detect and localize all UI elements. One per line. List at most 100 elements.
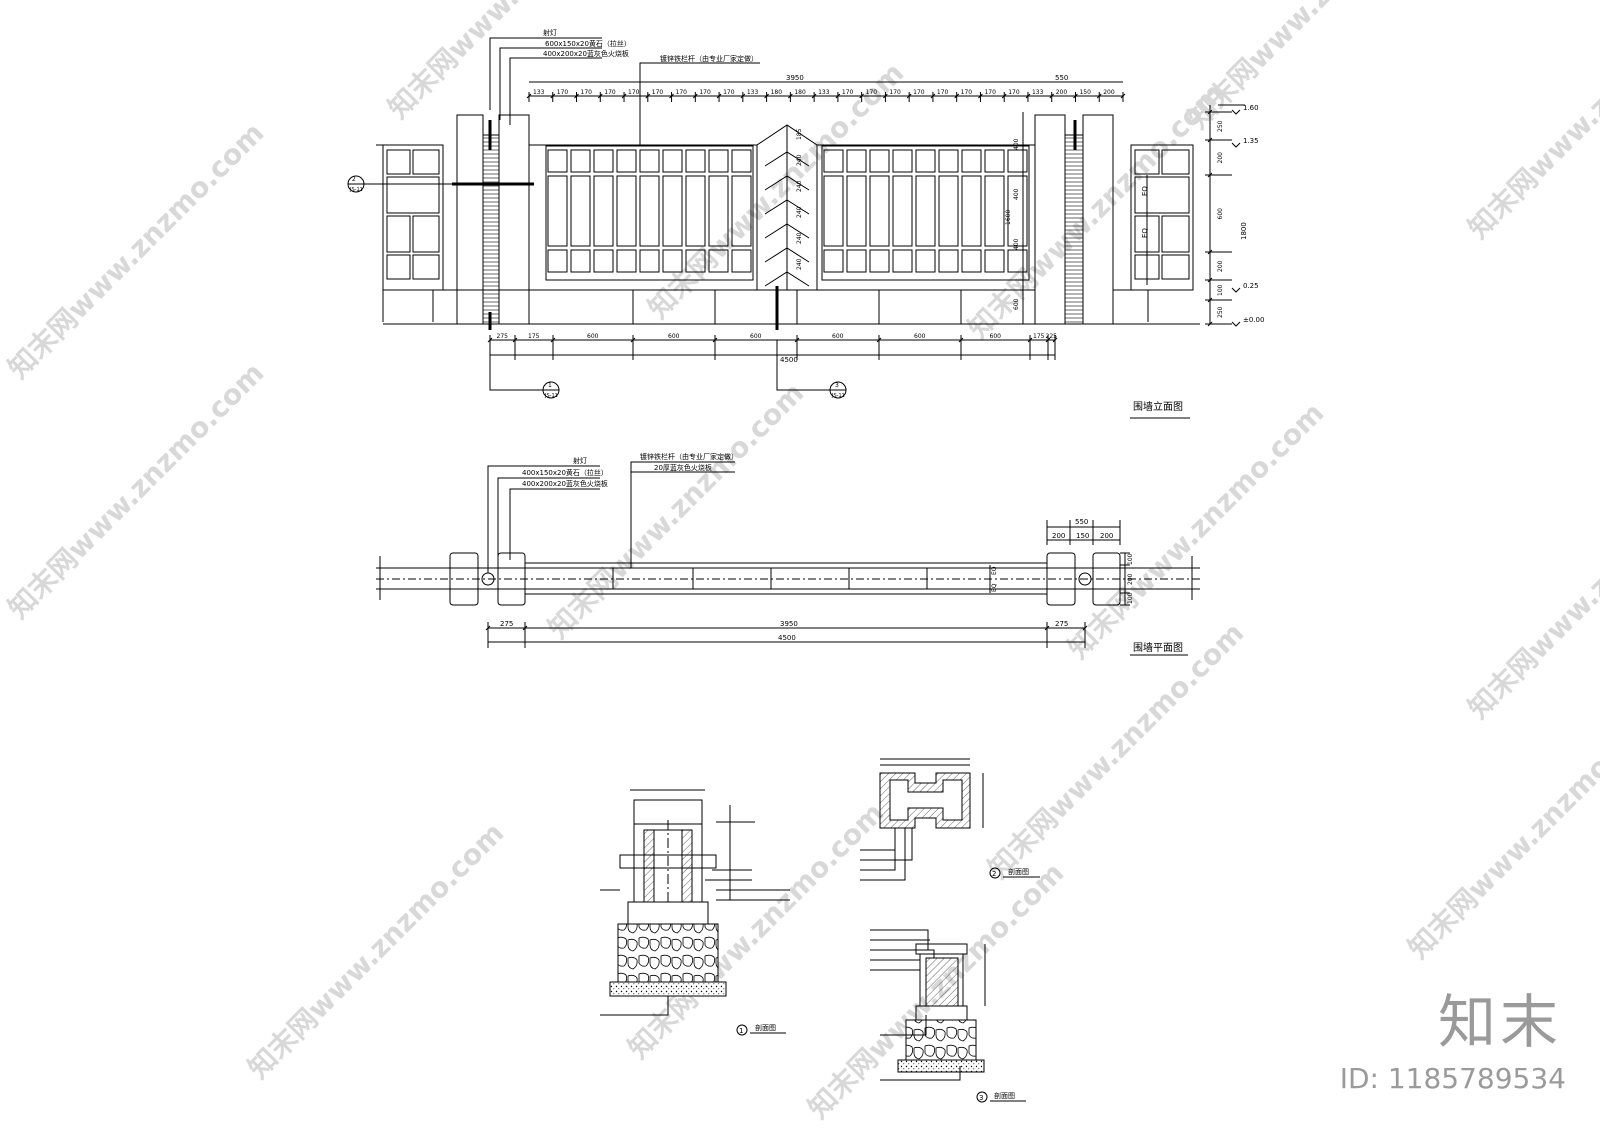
- elev-total-height: 1800: [1240, 222, 1248, 240]
- watermark-text: 知末网www.znzmo.com: [382, 0, 651, 125]
- plan-dim-total: 4500: [778, 634, 796, 642]
- watermark-text: 知末网www.znzmo.com: [1402, 696, 1600, 965]
- elev-chevron-dim: 240: [796, 180, 803, 192]
- elev-callout-rail: 镀锌铁栏杆（由专业厂家定做）: [660, 54, 758, 63]
- section-3-drawing: [870, 929, 1026, 1103]
- elev-bottom-dim: 225: [1046, 333, 1058, 340]
- elev-chevron-dim: 240: [796, 232, 803, 244]
- watermark-text: 知末网www.znzmo.com: [242, 816, 511, 1085]
- elev-dim-bottom-total: 4500: [780, 356, 798, 364]
- elev-top-dim: 170: [937, 89, 949, 96]
- elev-top-dim: 180: [771, 89, 783, 96]
- section-3-title: 剖面图: [994, 1091, 1015, 1100]
- elev-top-dim: 170: [723, 89, 735, 96]
- section-2-title: 剖面图: [1008, 867, 1029, 876]
- plan-callout-cap: 400x150x20黄石（拉丝）: [522, 468, 608, 477]
- plan-right-dim-1: 100: [1127, 553, 1134, 565]
- elev-top-dim: 170: [913, 89, 925, 96]
- elev-level-mark: 0.25: [1243, 282, 1259, 290]
- plan-eq-1: EQ: [991, 566, 998, 575]
- watermark-text: 知末网www.znzmo.com: [2, 356, 271, 625]
- elev-top-dim: 170: [676, 89, 688, 96]
- elev-top-dim: 170: [557, 89, 569, 96]
- elev-right-dim: 200: [1217, 152, 1224, 164]
- elev-callout-tile: 400x200x20蓝灰色火烧板: [543, 49, 629, 58]
- elev-top-dim: 133: [747, 89, 759, 96]
- plan-callout-rail: 镀锌铁栏杆（由专业厂家定做）: [640, 452, 738, 461]
- section-2-num: 2: [992, 870, 996, 878]
- plan-pier-dim-2: 150: [1076, 532, 1089, 540]
- section-mark-2-num: 2: [352, 176, 356, 183]
- elev-top-dim: 170: [889, 89, 901, 96]
- elev-top-dim: 170: [1008, 89, 1020, 96]
- plan-dim-right: 275: [1055, 620, 1068, 628]
- elev-bottom-dim: 275: [497, 333, 509, 340]
- elev-bottom-dim: 175: [1033, 333, 1045, 340]
- watermark-text: 知末网www.znzmo.com: [2, 116, 271, 385]
- elev-top-dim: 200: [1056, 89, 1068, 96]
- elev-bottom-dim: 600: [914, 333, 926, 340]
- plan-dim-mid: 3950: [780, 620, 798, 628]
- plan-right-dim-3: 100: [1127, 592, 1134, 604]
- elev-level-mark: 1.35: [1243, 137, 1259, 145]
- elev-top-dim: 150: [1079, 89, 1091, 96]
- plan-drawing: [376, 461, 1200, 656]
- elevation-drawing: [347, 37, 1245, 419]
- elev-chevron-dim: 240: [796, 154, 803, 166]
- watermark-text: 知末网www.znzmo.com: [1462, 0, 1600, 245]
- brand-id: ID: 1185789534: [1339, 1062, 1566, 1095]
- elev-top-dim: 170: [866, 89, 878, 96]
- elev-bottom-dim: 175: [528, 333, 540, 340]
- elev-top-dim: 133: [818, 89, 830, 96]
- section-mark-3-ref: JS-11: [831, 393, 845, 399]
- elev-right-dim: 100: [1217, 284, 1224, 296]
- elev-bottom-dim: 600: [587, 333, 599, 340]
- plan-dim-pier: 550: [1075, 518, 1088, 526]
- elev-top-dim: 133: [1032, 89, 1044, 96]
- plan-right-dim-2: 200: [1127, 573, 1134, 585]
- elev-eq-2: EQ: [1141, 228, 1149, 238]
- elev-right-dim: 250: [1217, 120, 1224, 132]
- elev-height-dim: 400: [1013, 138, 1020, 150]
- plan-eq-2: EQ: [991, 583, 998, 592]
- elev-level-mark: 1.60: [1243, 104, 1259, 112]
- elev-bottom-dim: 600: [990, 333, 1002, 340]
- elev-right-dim: 250: [1217, 306, 1224, 318]
- elev-right-dim: 600: [1217, 208, 1224, 220]
- section-3-num: 3: [979, 1094, 983, 1102]
- elev-right-dim: 200: [1217, 260, 1224, 272]
- elev-top-dim: 180: [794, 89, 806, 96]
- elev-chevron-dim: 240: [796, 206, 803, 218]
- elev-top-dim: 170: [961, 89, 973, 96]
- elev-height-dim: 400: [1013, 188, 1020, 200]
- elev-top-dim: 200: [1103, 89, 1115, 96]
- elev-bottom-dim: 600: [750, 333, 762, 340]
- elev-level-mark: ±0.00: [1243, 316, 1264, 324]
- elev-top-dim: 170: [581, 89, 593, 96]
- elev-top-dim: 170: [842, 89, 854, 96]
- watermark-text: 知末网www.znzmo.com: [542, 376, 811, 645]
- elevation-labels: 射灯 600x150x20黄石（拉丝） 400x200x20蓝灰色火烧板 镀锌铁…: [349, 28, 1264, 413]
- plan-pier-dim-1: 200: [1052, 532, 1065, 540]
- watermark-text: 知末网www.znzmo.com: [1462, 456, 1600, 725]
- elev-top-dim: 170: [984, 89, 996, 96]
- plan-pier-dim-3: 200: [1100, 532, 1113, 540]
- elev-top-dim: 170: [604, 89, 616, 96]
- elev-callout-cap: 600x150x20黄石（拉丝）: [545, 39, 631, 48]
- elev-chevron-dim: 240: [796, 258, 803, 270]
- section-mark-1-num: 1: [548, 382, 552, 389]
- elev-top-dim: 170: [628, 89, 640, 96]
- elevation-title: 围墙立面图: [1133, 400, 1183, 413]
- elev-top-dim: 170: [652, 89, 664, 96]
- plan-callout-rail2: 20厚蓝灰色火烧板: [654, 463, 712, 472]
- plan-dim-left: 275: [500, 620, 513, 628]
- elev-bottom-dim: 600: [668, 333, 680, 340]
- elev-bottom-dim: 600: [832, 333, 844, 340]
- plan-callout-tile: 400x200x20蓝灰色火烧板: [522, 479, 608, 488]
- watermark-text: 知末网www.znzmo.com: [982, 616, 1251, 885]
- elev-top-dim: 170: [699, 89, 711, 96]
- section-labels: 1 剖面图 2 剖面图 3 剖面图: [739, 867, 1029, 1102]
- section-1-drawing: [600, 789, 790, 1036]
